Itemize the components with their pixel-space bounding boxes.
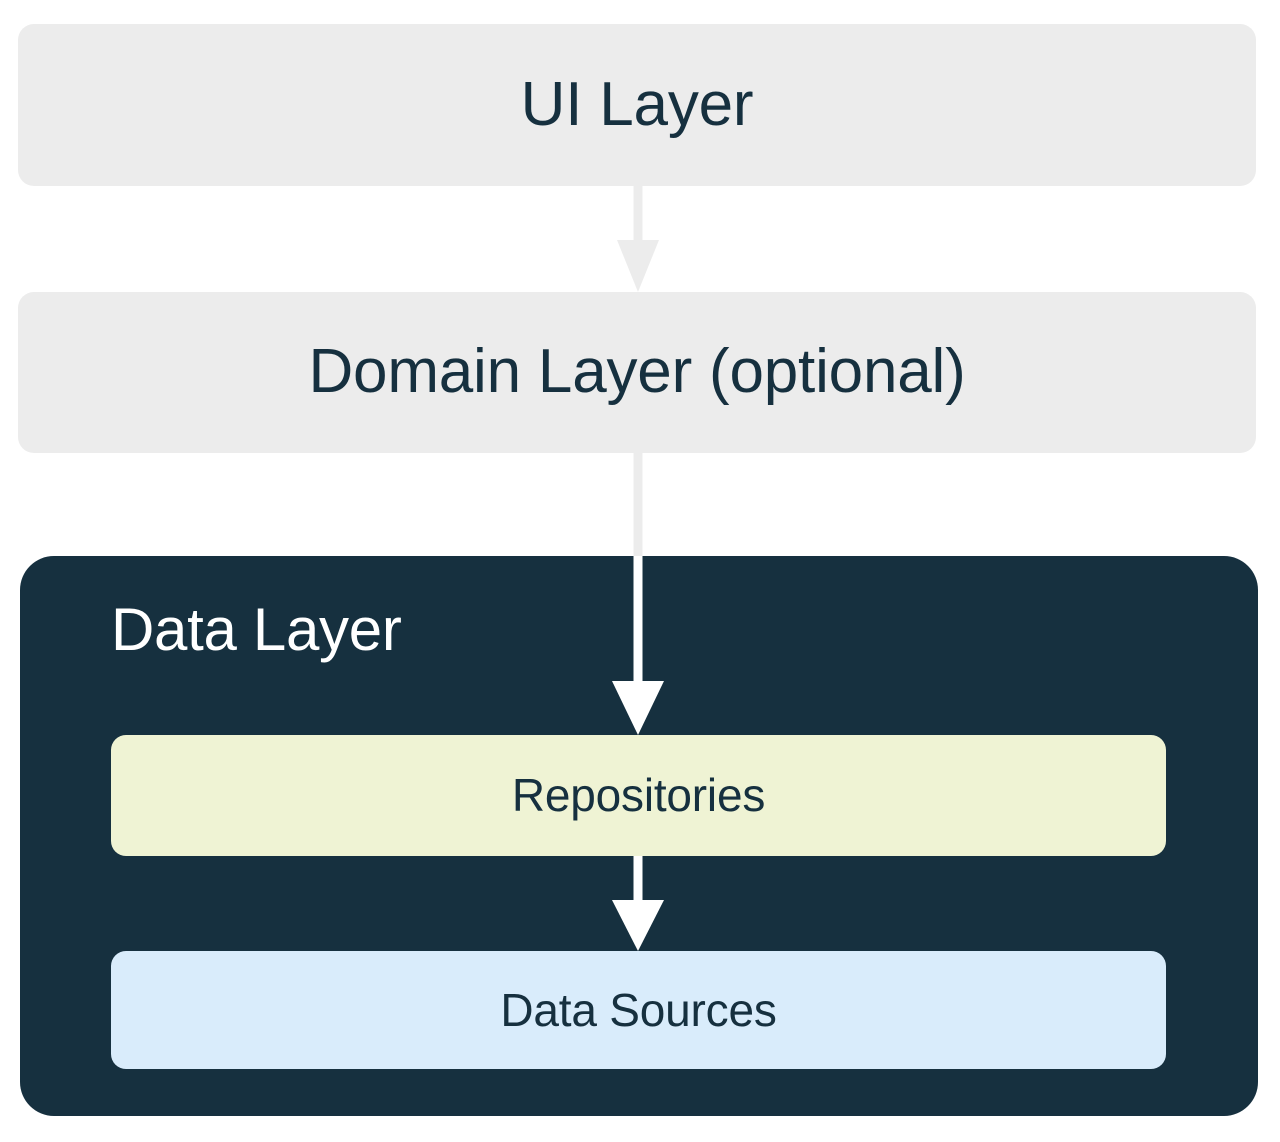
domain-layer-label: Domain Layer (optional)	[308, 337, 966, 407]
repositories-box: Repositories	[111, 735, 1166, 856]
data-sources-label: Data Sources	[500, 983, 777, 1036]
ui-layer-label: UI Layer	[520, 69, 754, 139]
repositories-label: Repositories	[511, 769, 766, 822]
data-layer-label: Data Layer	[111, 596, 402, 663]
ui-layer-box: UI Layer	[18, 24, 1256, 186]
ui-to-domain-arrow	[617, 186, 659, 292]
domain-layer-box: Domain Layer (optional)	[18, 292, 1256, 453]
data-sources-box: Data Sources	[111, 951, 1166, 1069]
